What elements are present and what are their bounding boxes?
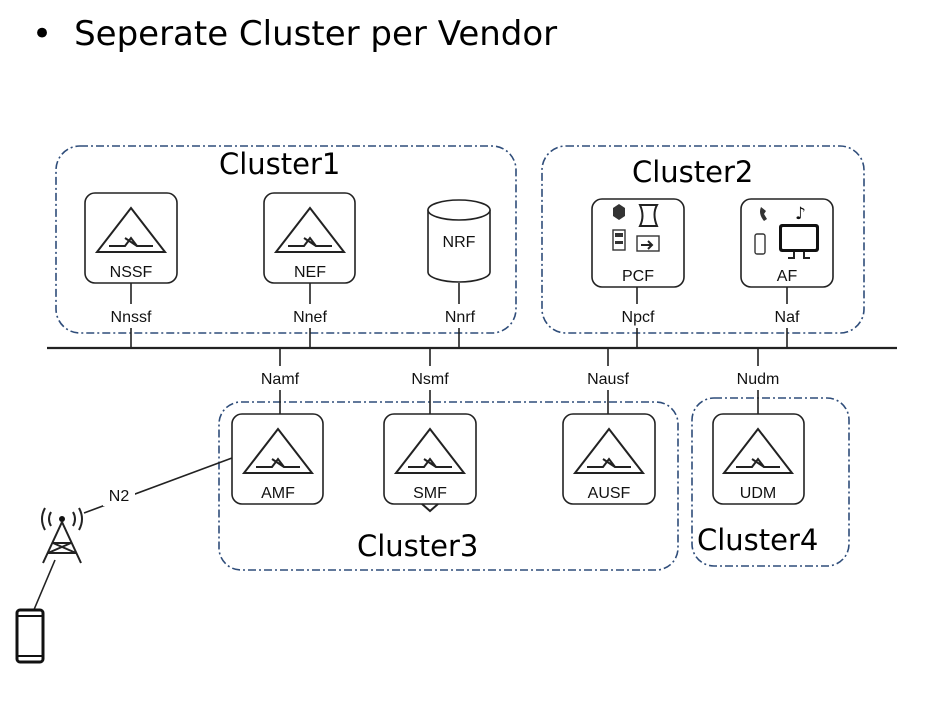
naf-label: Naf [775, 309, 800, 326]
nnrf-label: Nnrf [445, 309, 476, 326]
cluster1-outline [55, 145, 517, 334]
ausf-label: AUSF [588, 485, 631, 502]
nef-node: NEF [263, 192, 356, 284]
cluster4-outline [691, 397, 850, 567]
policy-icon [612, 204, 660, 252]
npcf-label: Npcf [622, 309, 655, 326]
cluster1-label: Cluster1 [219, 147, 340, 181]
title-text: Seperate Cluster per Vendor [74, 14, 558, 54]
n2-label: N2 [109, 488, 130, 505]
database-icon [427, 199, 491, 283]
udm-node: UDM [712, 413, 805, 505]
bullet-symbol: • [32, 14, 53, 54]
nssf-node: NSSF [84, 192, 178, 284]
bullet-title: • Seperate Cluster per Vendor [32, 14, 557, 54]
nrf-label: NRF [443, 234, 476, 251]
nef-label: NEF [294, 264, 326, 281]
nnef-label: Nnef [293, 309, 327, 326]
cluster2-label: Cluster2 [632, 155, 753, 189]
nausf-label: Nausf [587, 371, 629, 388]
amf-label: AMF [261, 485, 295, 502]
nrf-node: NRF [427, 199, 491, 283]
cell-tower-icon [41, 507, 83, 564]
cluster4-label: Cluster4 [697, 523, 818, 557]
smf-node: SMF [383, 413, 477, 513]
cluster2-outline [541, 145, 865, 334]
ue-link [32, 559, 56, 613]
nnssf-label: Nnssf [111, 309, 152, 326]
af-label: AF [777, 268, 798, 285]
namf-label: Namf [261, 371, 300, 388]
nsmf-label: Nsmf [411, 371, 449, 388]
af-node: ♪ AF [740, 198, 834, 288]
pcf-node: PCF [591, 198, 685, 288]
pcf-label: PCF [622, 268, 654, 285]
udm-label: UDM [740, 485, 776, 502]
cluster3-label: Cluster3 [357, 529, 478, 563]
smf-label: SMF [413, 485, 447, 502]
application-icon: ♪ [754, 204, 819, 259]
svg-text:♪: ♪ [795, 204, 806, 224]
mobile-phone-icon [15, 608, 45, 664]
nudm-label: Nudm [737, 371, 780, 388]
amf-node: AMF [231, 413, 324, 505]
nssf-label: NSSF [110, 264, 153, 281]
ausf-node: AUSF [562, 413, 656, 505]
